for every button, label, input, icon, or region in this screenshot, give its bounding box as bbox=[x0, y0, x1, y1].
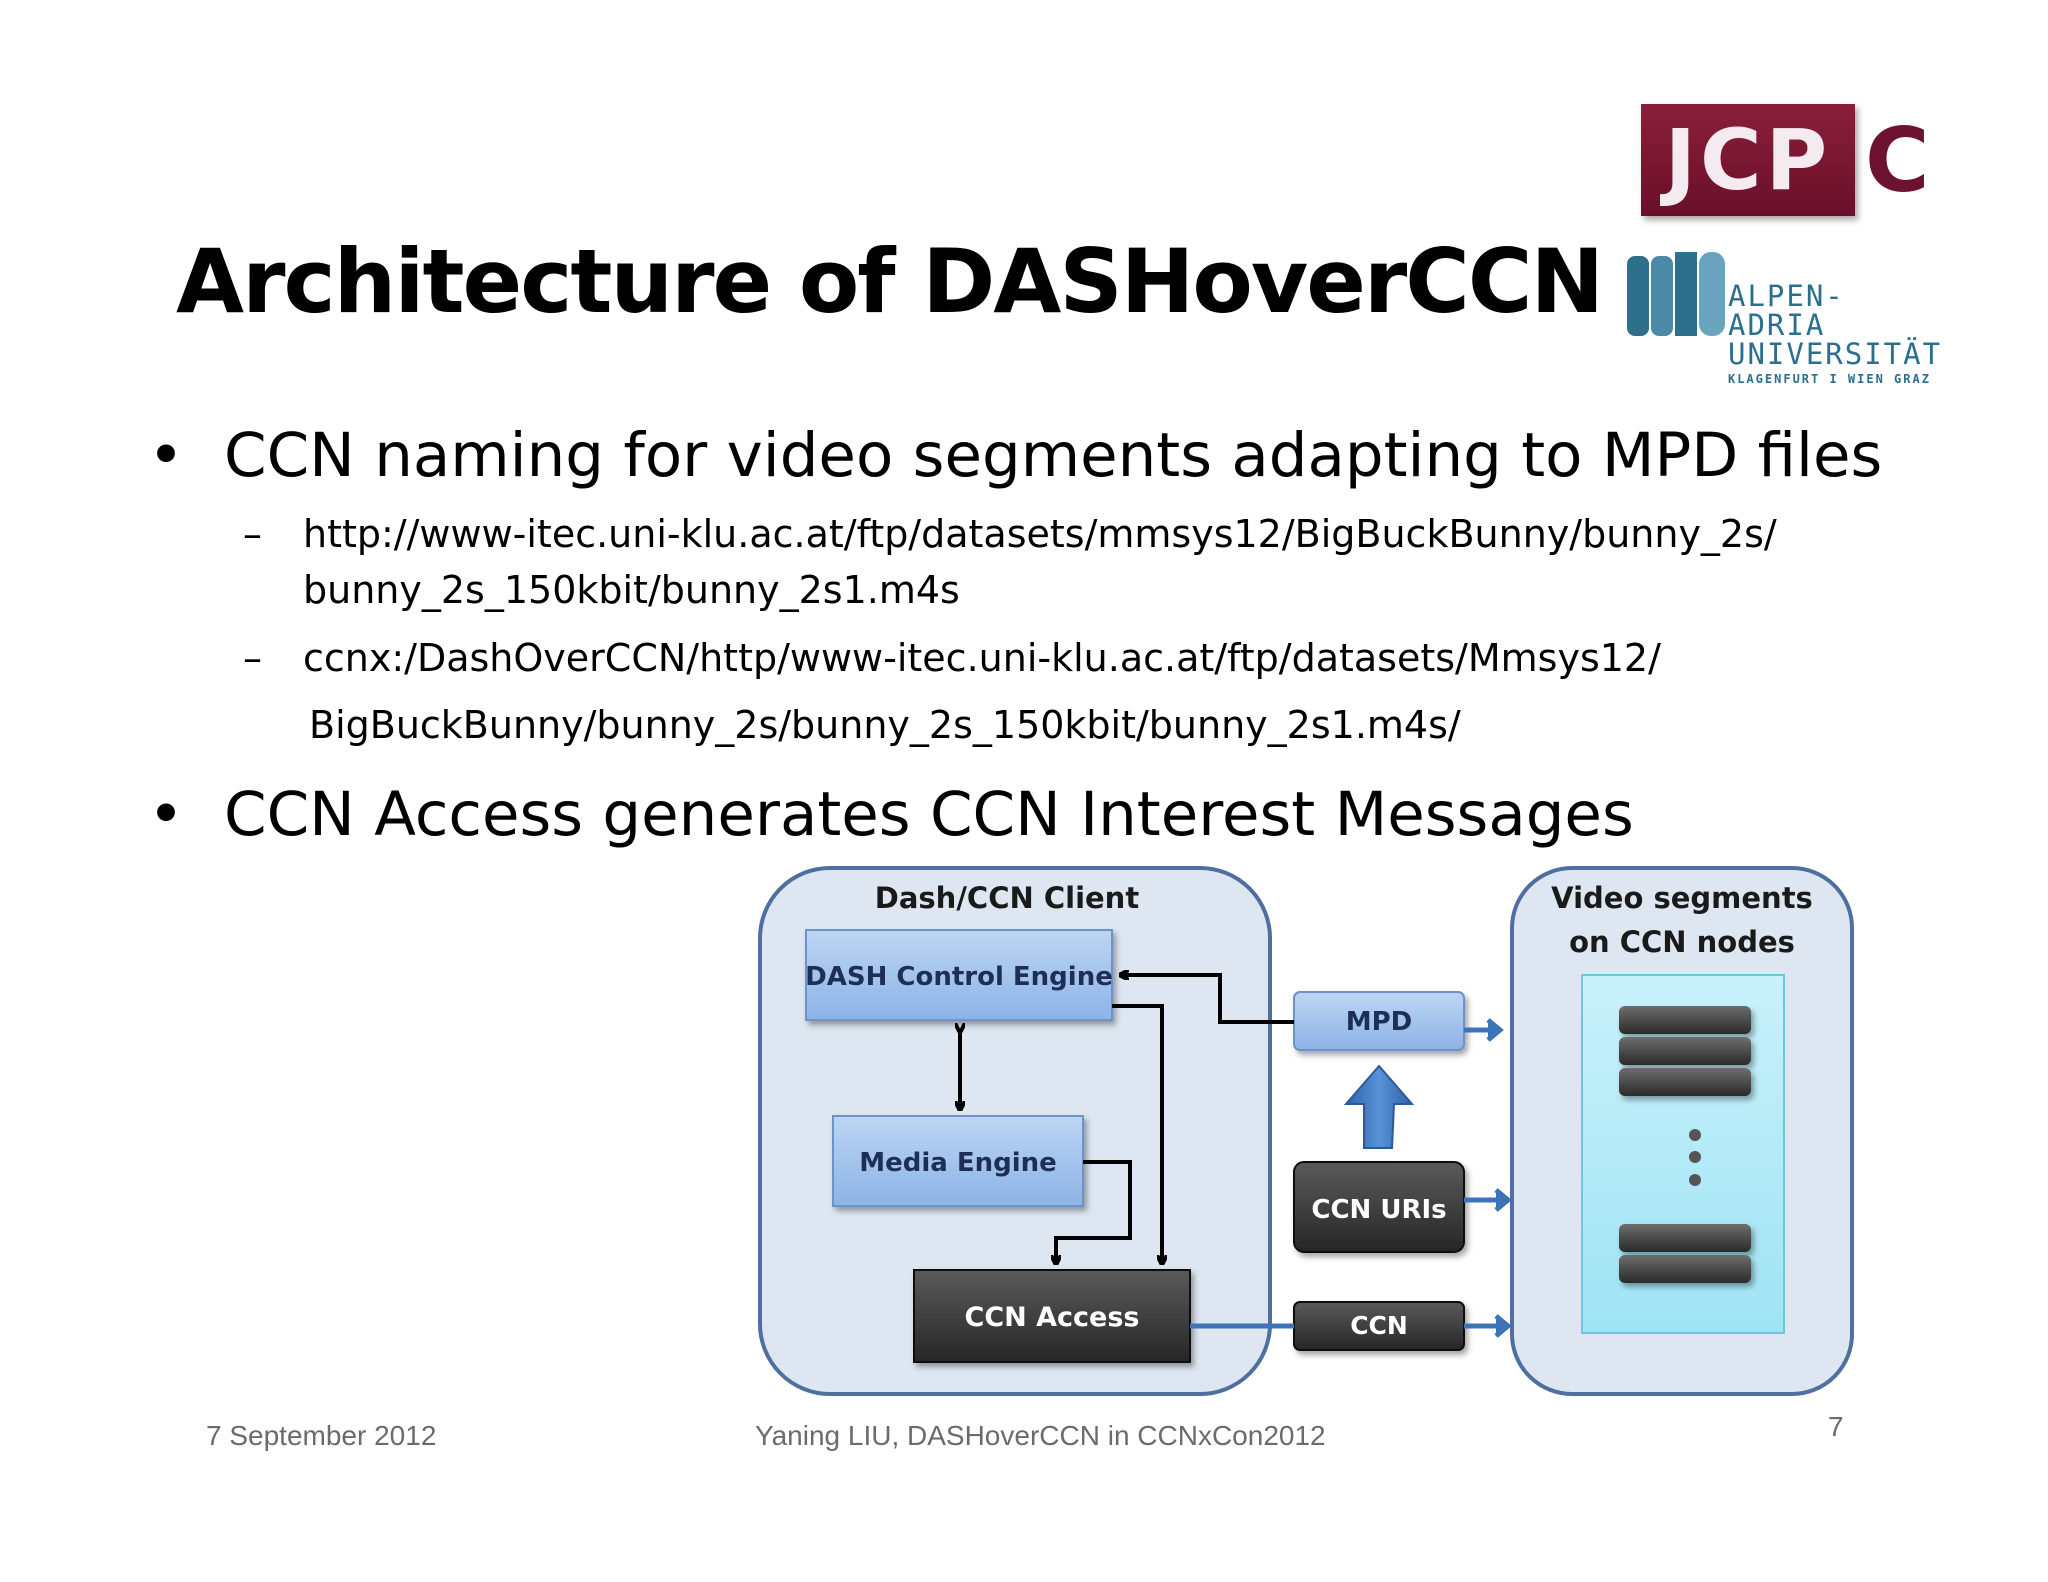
black-arrows bbox=[960, 975, 1294, 1262]
mpd-label: MPD bbox=[1346, 1007, 1413, 1037]
client-label: Dash/CCN Client bbox=[875, 881, 1140, 915]
arrow-head bbox=[1494, 1188, 1512, 1212]
sub-item-2-line-2: BigBuckBunny/bunny_2s/bunny_2s_150kbit/b… bbox=[309, 703, 1461, 747]
university-logo-mark bbox=[1627, 252, 1725, 336]
bullet-marker: • bbox=[148, 779, 184, 850]
footer-date: 7 September 2012 bbox=[206, 1420, 437, 1451]
ccn-access-label: CCN Access bbox=[965, 1302, 1140, 1333]
university-name-line2: UNIVERSITÄT bbox=[1728, 337, 1943, 371]
sub-item-2-line-1-text: ccnx:/DashOverCCN/http/www-itec.uni-klu.… bbox=[303, 636, 1661, 680]
sub-marker: – bbox=[243, 636, 262, 680]
control-to-access-arrow bbox=[1112, 1004, 1162, 1262]
sub-item-1-line-2: bunny_2s_150kbit/bunny_2s1.m4s bbox=[303, 568, 960, 612]
mpd-box: MPD bbox=[1293, 991, 1465, 1051]
dash-control-engine-box: DASH Control Engine bbox=[805, 929, 1113, 1021]
ccn-box: CCN bbox=[1293, 1301, 1465, 1351]
university-name-line1: ALPEN-ADRIA bbox=[1728, 279, 1845, 342]
jcp-logo: JCP bbox=[1641, 104, 1855, 216]
server-icon bbox=[1619, 1006, 1751, 1096]
bullet-2-text: CCN Access generates CCN Interest Messag… bbox=[224, 779, 1634, 850]
nodes-label-line1: Video segments bbox=[1551, 881, 1813, 915]
sub-marker: – bbox=[243, 512, 262, 556]
bullet-1: • CCN naming for video segments adapting… bbox=[148, 420, 1883, 491]
page-number: 7 bbox=[1828, 1411, 1844, 1442]
ccn-label: CCN bbox=[1350, 1311, 1408, 1340]
mpd-to-control-arrow bbox=[1122, 975, 1294, 1024]
server-icon bbox=[1619, 1224, 1751, 1283]
arrow-head bbox=[1486, 1018, 1504, 1042]
media-to-access-arrow bbox=[1056, 1160, 1132, 1262]
sub-item-1-line-1: – http://www-itec.uni-klu.ac.at/ftp/data… bbox=[243, 512, 1777, 556]
arrow-head bbox=[1494, 1314, 1512, 1338]
nodes-label-line2: on CCN nodes bbox=[1569, 925, 1795, 959]
ccn-uris-label: CCN URIs bbox=[1311, 1195, 1446, 1225]
ccn-nodes-container: Video segments on CCN nodes bbox=[1510, 866, 1854, 1396]
ccn-access-box: CCN Access bbox=[913, 1269, 1191, 1363]
jcp-logo-text: JCP bbox=[1664, 111, 1832, 209]
footer-center: Yaning LIU, DASHoverCCN in CCNxCon2012 bbox=[755, 1420, 1326, 1451]
sub-item-2-line-1: – ccnx:/DashOverCCN/http/www-itec.uni-kl… bbox=[243, 636, 1661, 680]
bullet-1-text: CCN naming for video segments adapting t… bbox=[224, 420, 1883, 491]
blue-arrows bbox=[1190, 1018, 1512, 1338]
bullet-2: • CCN Access generates CCN Interest Mess… bbox=[148, 779, 1634, 850]
university-logo-text: ALPEN-ADRIA UNIVERSITÄT KLAGENFURT I WIE… bbox=[1728, 279, 1943, 386]
up-arrow bbox=[1343, 1064, 1415, 1149]
dash-control-engine-label: DASH Control Engine bbox=[805, 962, 1113, 992]
university-cities: KLAGENFURT I WIEN GRAZ bbox=[1728, 372, 1931, 386]
ellipsis-icon bbox=[1689, 1129, 1701, 1186]
ccn-uris-box: CCN URIs bbox=[1293, 1161, 1465, 1253]
media-engine-label: Media Engine bbox=[859, 1148, 1057, 1178]
media-engine-box: Media Engine bbox=[832, 1115, 1084, 1207]
jcp-logo-c: C bbox=[1865, 108, 1930, 212]
sub-item-1-line-1-text: http://www-itec.uni-klu.ac.at/ftp/datase… bbox=[303, 512, 1777, 556]
bullet-marker: • bbox=[148, 420, 184, 491]
slide-title: Architecture of DASHoverCCN bbox=[176, 230, 1604, 333]
